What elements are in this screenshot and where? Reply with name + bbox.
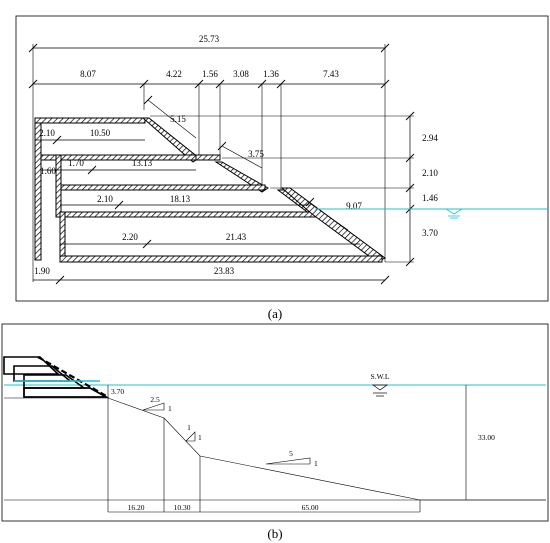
dim-tier4-length: 21.43 — [226, 232, 247, 242]
dim-bottom-seg-1: 16.20 — [128, 503, 145, 512]
svg-text:1: 1 — [314, 459, 318, 468]
dim-tier3-offset: 2.10 — [97, 194, 113, 204]
dim-seg-4: 3.08 — [233, 69, 249, 79]
dim-slope-3: 9.07 — [346, 201, 362, 211]
dim-right-height-4: 3.70 — [422, 228, 438, 238]
dim-seg-6: 7.43 — [323, 69, 339, 79]
dim-tier3-length: 18.13 — [170, 194, 191, 204]
dim-tier1-length: 10.50 — [90, 128, 111, 138]
svg-text:1: 1 — [187, 423, 191, 432]
svg-text:1: 1 — [168, 404, 172, 413]
svg-text:2.5: 2.5 — [150, 395, 160, 404]
dim-seg-5: 1.36 — [263, 69, 279, 79]
dim-bottom-seg-3: 65.00 — [302, 503, 319, 512]
structure-height-label: 3.70 — [111, 387, 124, 396]
svg-text:5: 5 — [289, 449, 293, 458]
dim-slope-2: 3.75 — [248, 149, 264, 159]
dim-seg-3: 1.56 — [202, 69, 218, 79]
left-wall — [34, 117, 42, 261]
dim-bottom-length: 23.83 — [214, 266, 235, 276]
dim-tier4-offset: 2.20 — [122, 232, 138, 242]
slope-indicator-1: 2.5 1 — [142, 395, 172, 413]
dim-overall-width: 25.73 — [199, 34, 220, 44]
dim-right-height-1: 2.94 — [422, 133, 438, 143]
dim-right-height-3: 1.46 — [422, 193, 438, 203]
dim-bottom-offset: 1.90 — [34, 266, 50, 276]
water-level-label: S.W.L — [371, 372, 390, 381]
dim-tier1-offset: 2.10 — [39, 128, 55, 138]
dim-tier2-offset: 1.70 — [68, 158, 84, 168]
panel-b-frame — [1, 323, 549, 522]
panel-a-frame — [15, 15, 549, 302]
dim-bottom-seg-2: 10.30 — [174, 503, 191, 512]
hatched-structure — [34, 117, 386, 263]
water-symbol-b — [371, 384, 389, 397]
dim-slope-1: 5.15 — [170, 114, 186, 124]
caption-b: (b) — [267, 526, 282, 541]
depth-label: 33.00 — [478, 433, 495, 442]
dim-seg-1: 8.07 — [80, 69, 96, 79]
slope-indicator-3: 5 1 — [265, 449, 318, 468]
dim-right-height-2: 2.10 — [422, 168, 438, 178]
caption-a: (a) — [268, 306, 282, 321]
water-symbol-a — [444, 208, 464, 219]
panel-b: S.W.L 3.70 2.5 1 — [1, 323, 549, 522]
dim-seg-2: 4.22 — [166, 69, 182, 79]
svg-text:1: 1 — [198, 433, 202, 442]
panel-a: 25.73 8.07 4.22 1.56 3.08 1.36 7.43 — [15, 15, 549, 302]
dim-tier2-length: 13.13 — [132, 158, 153, 168]
breakwater-structure — [3, 356, 110, 398]
seabed-profile — [4, 397, 546, 501]
dim-left-height: 1.60 — [40, 166, 56, 176]
slope-indicator-2: 1 1 — [185, 423, 202, 442]
